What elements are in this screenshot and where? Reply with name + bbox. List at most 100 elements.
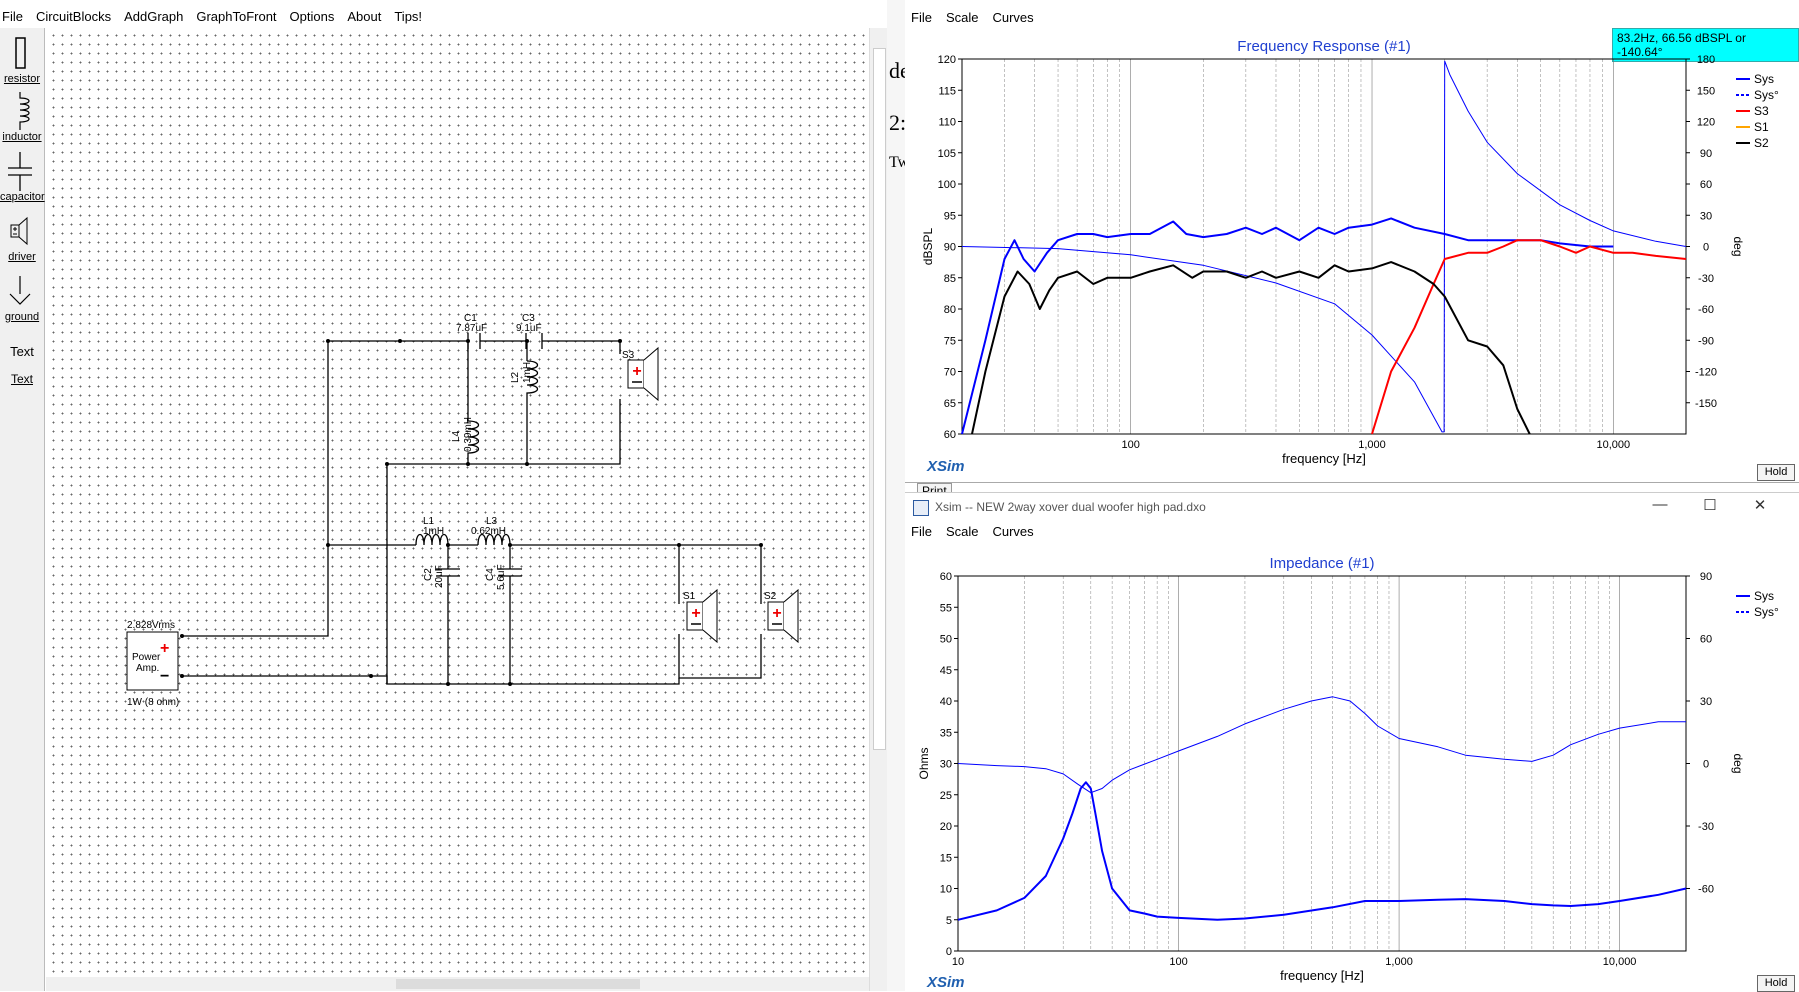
impedance-window: Xsim -- NEW 2way xover dual woofer high …: [905, 492, 1799, 992]
imp-menu-scale[interactable]: Scale: [945, 523, 979, 539]
fr-xtick-label: 100: [1122, 439, 1140, 451]
driver-s1[interactable]: + S1: [683, 588, 718, 644]
c2-value: 20uF: [434, 565, 445, 588]
fr-xsim-logo: XSim: [927, 458, 965, 475]
fr-legend-label: S1: [1754, 120, 1769, 134]
l3-value: 0.62mH: [471, 526, 506, 537]
l1-id: L1: [423, 516, 435, 527]
c2-id: C2: [423, 568, 434, 581]
c4-value: 5.6uF: [496, 564, 507, 590]
palette-driver[interactable]: driver: [0, 210, 44, 263]
imp-xtick-label: 1,000: [1385, 956, 1413, 968]
imp-chart-title: Impedance (#1): [1269, 555, 1374, 572]
driver-s2[interactable]: + S2: [764, 588, 799, 644]
palette-driver-label: driver: [8, 251, 36, 263]
l2-id: L2: [510, 371, 521, 383]
cursor-readout: 83.2Hz, 66.56 dBSPL or -140.64°: [1612, 28, 1799, 62]
menu-tips[interactable]: Tips!: [394, 8, 423, 24]
fr-series-group: [961, 60, 1687, 435]
s3-label: S3: [622, 350, 635, 361]
imp-y2tick-label: 90: [1700, 571, 1712, 583]
palette-text-tool-2[interactable]: Text: [0, 372, 44, 386]
fr-ytick-label: 80: [944, 304, 956, 316]
minimize-button[interactable]: —: [1652, 496, 1668, 513]
imp-legend-label: Sys: [1754, 589, 1774, 603]
fr-series-line-0: [961, 217, 1614, 435]
imp-gridlines: [957, 576, 1687, 951]
circuit-junctions: [180, 339, 763, 686]
frequency-response-chart[interactable]: 6065707580859095100105110115120-150-120-…: [905, 0, 1799, 478]
imp-ytick-label: 40: [940, 696, 952, 708]
fr-menu-file[interactable]: File: [911, 9, 932, 25]
imp-plot-frame: [957, 575, 1687, 952]
fr-hold-button[interactable]: Hold: [1757, 464, 1795, 481]
palette-resistor[interactable]: resistor: [0, 32, 44, 85]
driver-s3[interactable]: + S3: [622, 346, 659, 402]
fr-y2tick-label: 150: [1697, 85, 1715, 97]
imp-ytick-label: 10: [940, 884, 952, 896]
l2-value: 1mH: [522, 362, 533, 383]
s2-label: S2: [764, 591, 777, 602]
imp-menubar: File Scale Curves: [911, 521, 1048, 541]
imp-y2tick-label: -30: [1698, 821, 1714, 833]
l4-id: L4: [451, 430, 462, 442]
imp-menu-file[interactable]: File: [911, 523, 932, 539]
fr-ytick-label: 115: [938, 85, 956, 97]
fr-y2tick-label: -30: [1698, 273, 1714, 285]
close-button[interactable]: ✕: [1753, 497, 1767, 514]
imp-y2tick-label: 60: [1700, 634, 1712, 646]
fr-menubar: File Scale Curves: [911, 7, 1048, 27]
menu-graphtofront[interactable]: GraphToFront: [196, 8, 277, 24]
imp-legend-label: Sys°: [1754, 605, 1779, 619]
imp-ytick-label: 55: [940, 602, 952, 614]
fr-gridlines: [961, 59, 1687, 434]
menu-about[interactable]: About: [347, 8, 382, 24]
fr-y2tick-label: -150: [1695, 398, 1717, 410]
hscroll-thumb[interactable]: [396, 979, 640, 989]
fr-chart-title: Frequency Response (#1): [1237, 38, 1410, 55]
palette-ground[interactable]: ground: [0, 270, 44, 323]
c3-id: C3: [522, 313, 535, 324]
fr-menu-scale[interactable]: Scale: [945, 9, 979, 25]
impedance-titlebar[interactable]: Xsim -- NEW 2way xover dual woofer high …: [905, 493, 1799, 523]
imp-hold-button[interactable]: Hold: [1757, 975, 1795, 992]
capacitor-icon: [8, 152, 32, 191]
imp-xtick-label: 10,000: [1603, 956, 1637, 968]
fr-y2tick-label: 60: [1700, 179, 1712, 191]
component-palette: resistor inductor capacitor driver groun…: [0, 28, 45, 991]
palette-inductor[interactable]: inductor: [0, 90, 44, 143]
vscroll-thumb[interactable]: [873, 48, 886, 750]
imp-series-group: [957, 696, 1687, 921]
fr-legend-label: Sys°: [1754, 88, 1779, 102]
canvas-horizontal-scrollbar[interactable]: [46, 977, 869, 991]
circuit-canvas[interactable]: C1 7.87uF C3 9.1uF L2 1mH L4 0.39mH L1 1…: [46, 28, 869, 977]
fr-xtick-label: 10,000: [1597, 439, 1631, 451]
fr-y2tick-label: 180: [1697, 54, 1715, 66]
canvas-vertical-scrollbar[interactable]: [869, 28, 888, 991]
maximize-button[interactable]: ☐: [1703, 497, 1717, 514]
palette-text-tool[interactable]: Text: [0, 344, 44, 359]
imp-menu-curves[interactable]: Curves: [992, 523, 1034, 539]
fr-legend-label: Sys: [1754, 72, 1774, 86]
menu-addgraph[interactable]: AddGraph: [124, 8, 184, 24]
menu-file[interactable]: File: [2, 8, 23, 24]
imp-xtick-label: 10: [952, 956, 964, 968]
fr-menu-curves[interactable]: Curves: [992, 9, 1034, 25]
imp-xaxis-label: frequency [Hz]: [1280, 968, 1364, 983]
fr-ytick-label: 105: [938, 148, 956, 160]
palette-text-label: Text: [10, 344, 34, 359]
fr-y2tick-label: 90: [1700, 148, 1712, 160]
palette-capacitor[interactable]: capacitor: [0, 150, 45, 203]
fr-ytick-label: 100: [938, 179, 956, 191]
fr-series-line-2: [1371, 239, 1687, 435]
imp-ytick-label: 0: [946, 946, 952, 958]
fr-y2tick-label: -120: [1695, 367, 1717, 379]
fr-ytick-label: 70: [944, 367, 956, 379]
fr-ytick-label: 90: [944, 242, 956, 254]
menu-options[interactable]: Options: [289, 8, 335, 24]
power-amp[interactable]: 2.828Vrms Power Amp. + − 1W (8 ohm): [126, 620, 179, 708]
fr-y2tick-label: -60: [1698, 304, 1714, 316]
palette-resistor-label: resistor: [3, 73, 41, 85]
menu-circuitblocks[interactable]: CircuitBlocks: [35, 8, 112, 24]
